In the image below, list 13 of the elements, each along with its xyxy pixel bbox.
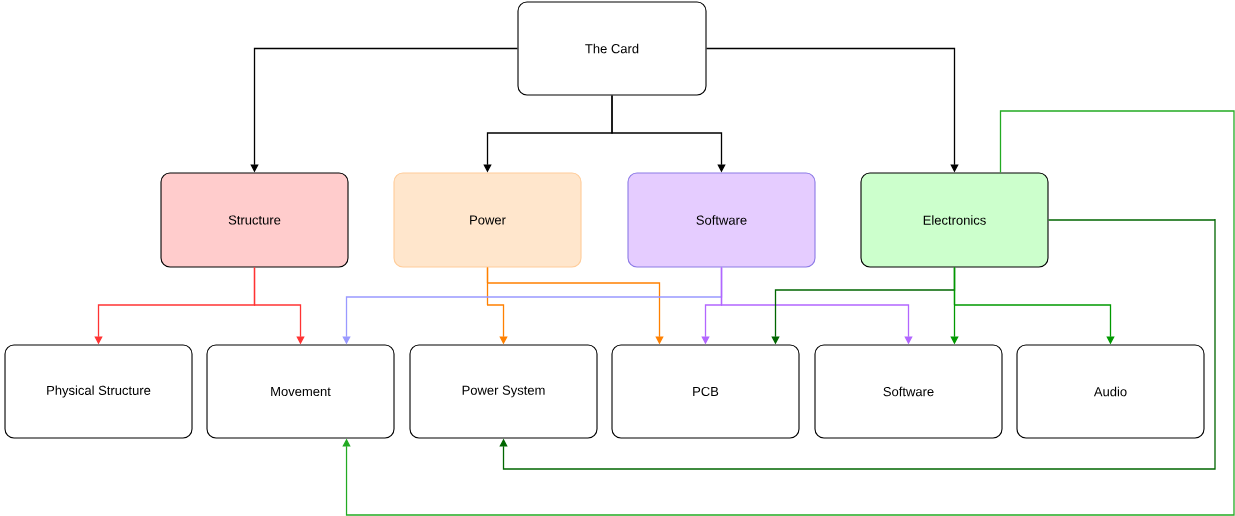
arrow [342, 110, 1235, 516]
item-box: PCB [611, 344, 800, 439]
category-box: Electronics [860, 172, 1049, 268]
item-box: Power System [409, 344, 598, 439]
category-box: Power [393, 172, 582, 268]
item-box: Movement [206, 344, 395, 439]
item-box: Physical Structure [4, 344, 193, 439]
item-box: Audio [1016, 344, 1205, 439]
category-box: Structure [160, 172, 349, 268]
item-box: The Card [517, 1, 707, 96]
category-box: Software [627, 172, 816, 268]
item-box: Software [814, 344, 1003, 439]
arrow [499, 218, 1216, 470]
